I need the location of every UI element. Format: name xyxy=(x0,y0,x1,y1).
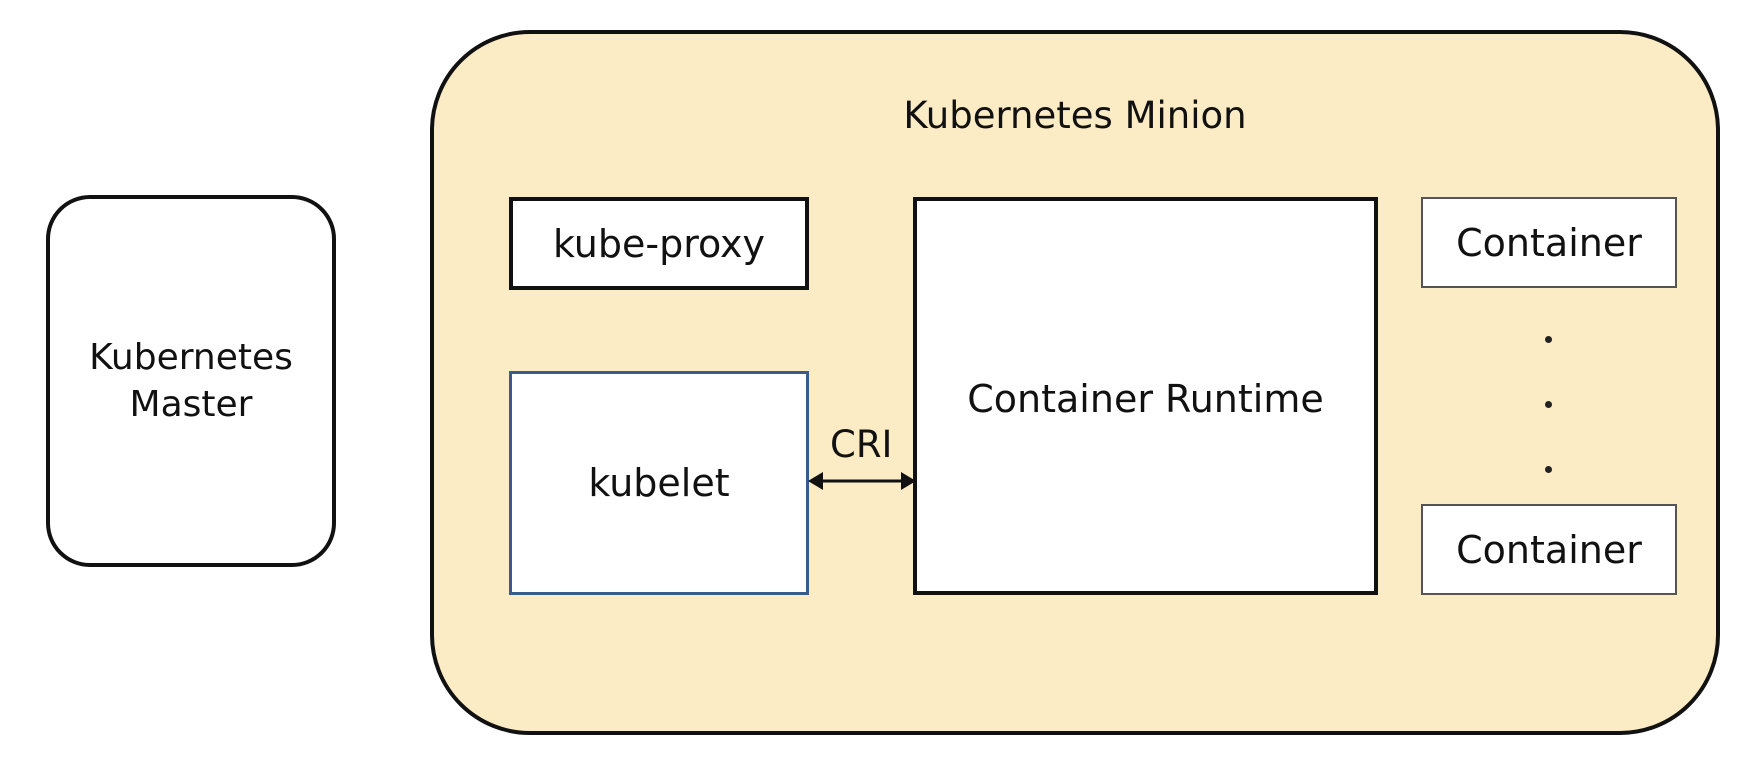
cri-double-arrow xyxy=(808,472,916,490)
container-label: Container xyxy=(1456,220,1642,265)
cri-label: CRI xyxy=(830,423,893,466)
ellipsis-dot xyxy=(1545,336,1552,343)
kube-proxy-label: kube-proxy xyxy=(552,221,766,266)
kubelet-label: kubelet xyxy=(588,461,730,505)
container-runtime-label: Container Runtime xyxy=(967,377,1324,421)
kubernetes-master-label: Kubernetes Master xyxy=(89,337,293,425)
kubernetes-minion-title: Kubernetes Minion xyxy=(903,94,1247,137)
container-label: Container xyxy=(1456,527,1642,572)
kube-proxy-box: kube-proxy xyxy=(509,197,809,290)
kubernetes-master-node: Kubernetes Master xyxy=(46,195,336,567)
container-box-bottom: Container xyxy=(1421,504,1677,595)
ellipsis-dot xyxy=(1545,401,1552,408)
kubelet-box: kubelet xyxy=(509,371,809,595)
container-box-top: Container xyxy=(1421,197,1677,288)
container-runtime-box: Container Runtime xyxy=(913,197,1378,595)
ellipsis-dot xyxy=(1545,466,1552,473)
